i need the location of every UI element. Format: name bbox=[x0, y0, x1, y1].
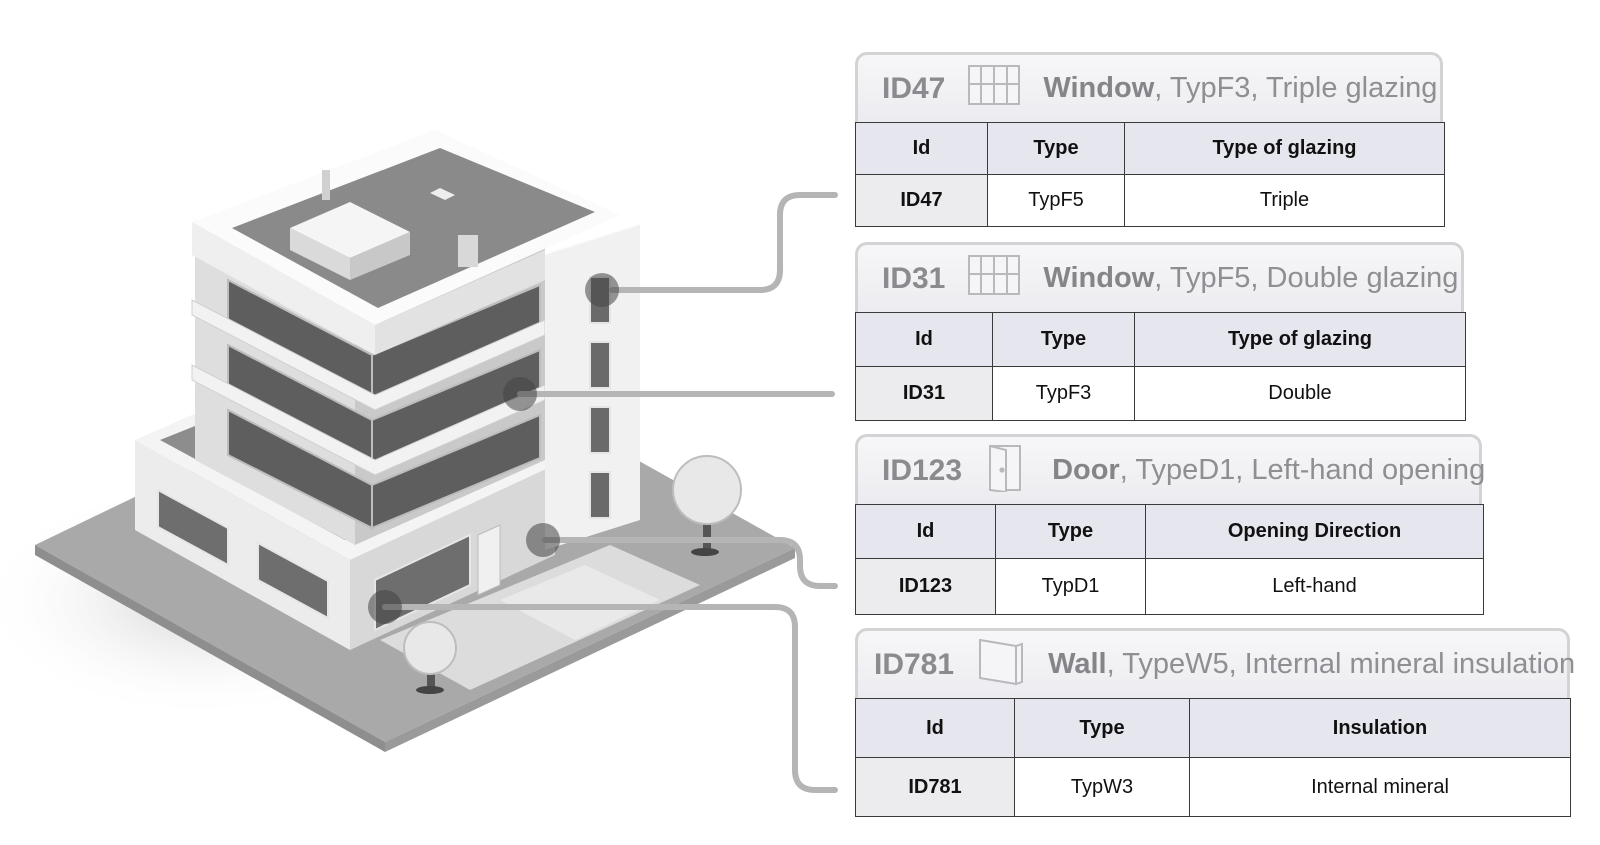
column-header: Id bbox=[855, 698, 1015, 758]
column-header: Type of glazing bbox=[1134, 312, 1466, 367]
column-header: Insulation bbox=[1189, 698, 1571, 758]
table-cell: Internal mineral bbox=[1189, 757, 1571, 817]
element-card-id781: ID781 Wall , TypeW5, Internal mineral in… bbox=[855, 628, 1575, 817]
column-header: Type bbox=[995, 504, 1146, 559]
card-header: ID47 Window , TypF3, Triple glazing bbox=[855, 52, 1443, 122]
column-header: Type of glazing bbox=[1124, 122, 1445, 175]
card-header: ID31 Window , TypF5, Double glazing bbox=[855, 242, 1464, 312]
card-header: ID123 Door , TypeD1, Left-hand opening bbox=[855, 434, 1486, 504]
element-details: , TypF3, Triple glazing bbox=[1154, 72, 1438, 104]
table-cell: ID47 bbox=[855, 174, 988, 227]
column-header: Type bbox=[992, 312, 1135, 367]
roof-slab-front bbox=[375, 250, 545, 355]
element-type: Window bbox=[1043, 262, 1155, 294]
card-id: ID47 bbox=[882, 71, 946, 105]
window-icon bbox=[967, 64, 1021, 114]
table-cell: TypF5 bbox=[987, 174, 1125, 227]
properties-table: Id Type Type of glazing ID31 TypF3 Doubl… bbox=[855, 312, 1466, 421]
rooftop-units bbox=[290, 170, 478, 280]
properties-table: Id Type Type of glazing ID47 TypF5 Tripl… bbox=[855, 122, 1445, 227]
column-header: Id bbox=[855, 312, 993, 367]
tower-windows bbox=[227, 278, 541, 530]
entrance-door bbox=[477, 524, 501, 596]
element-type: Door bbox=[1052, 454, 1120, 486]
table-cell: ID123 bbox=[855, 558, 996, 615]
card-id: ID31 bbox=[882, 261, 946, 295]
building-illustration bbox=[0, 148, 795, 752]
table-cell: ID781 bbox=[855, 757, 1015, 817]
element-card-id47: ID47 Window , TypF3, Triple glazing Id T… bbox=[855, 52, 1445, 227]
wall-icon bbox=[976, 636, 1026, 694]
element-details: , TypeD1, Left-hand opening bbox=[1119, 454, 1486, 486]
table-cell: TypW3 bbox=[1014, 757, 1190, 817]
properties-table: Id Type Opening Direction ID123 TypD1 Le… bbox=[855, 504, 1484, 615]
element-details: , TypF5, Double glazing bbox=[1154, 262, 1459, 294]
card-id: ID781 bbox=[874, 647, 955, 681]
element-card-id31: ID31 Window , TypF5, Double glazing Id T… bbox=[855, 242, 1466, 421]
column-header: Type bbox=[987, 122, 1125, 175]
element-card-id123: ID123 Door , TypeD1, Left-hand opening I… bbox=[855, 434, 1486, 615]
column-header: Type bbox=[1014, 698, 1190, 758]
table-cell: TypD1 bbox=[995, 558, 1146, 615]
element-type: Window bbox=[1043, 72, 1155, 104]
table-cell: Left-hand bbox=[1145, 558, 1484, 615]
properties-table: Id Type Insulation ID781 TypW3 Internal … bbox=[855, 698, 1571, 817]
window-icon bbox=[967, 254, 1021, 304]
card-header: ID781 Wall , TypeW5, Internal mineral in… bbox=[855, 628, 1575, 698]
table-cell: Triple bbox=[1124, 174, 1445, 227]
element-type: Wall bbox=[1048, 648, 1107, 680]
card-id: ID123 bbox=[882, 453, 963, 487]
column-header: Id bbox=[855, 122, 988, 175]
table-cell: TypF3 bbox=[992, 366, 1135, 421]
table-cell: ID31 bbox=[855, 366, 993, 421]
column-header: Opening Direction bbox=[1145, 504, 1484, 559]
roof-slab-left bbox=[192, 222, 375, 355]
door-icon bbox=[984, 442, 1030, 500]
table-cell: Double bbox=[1134, 366, 1466, 421]
element-details: , TypeW5, Internal mineral insulation bbox=[1106, 648, 1576, 680]
column-header: Id bbox=[855, 504, 996, 559]
